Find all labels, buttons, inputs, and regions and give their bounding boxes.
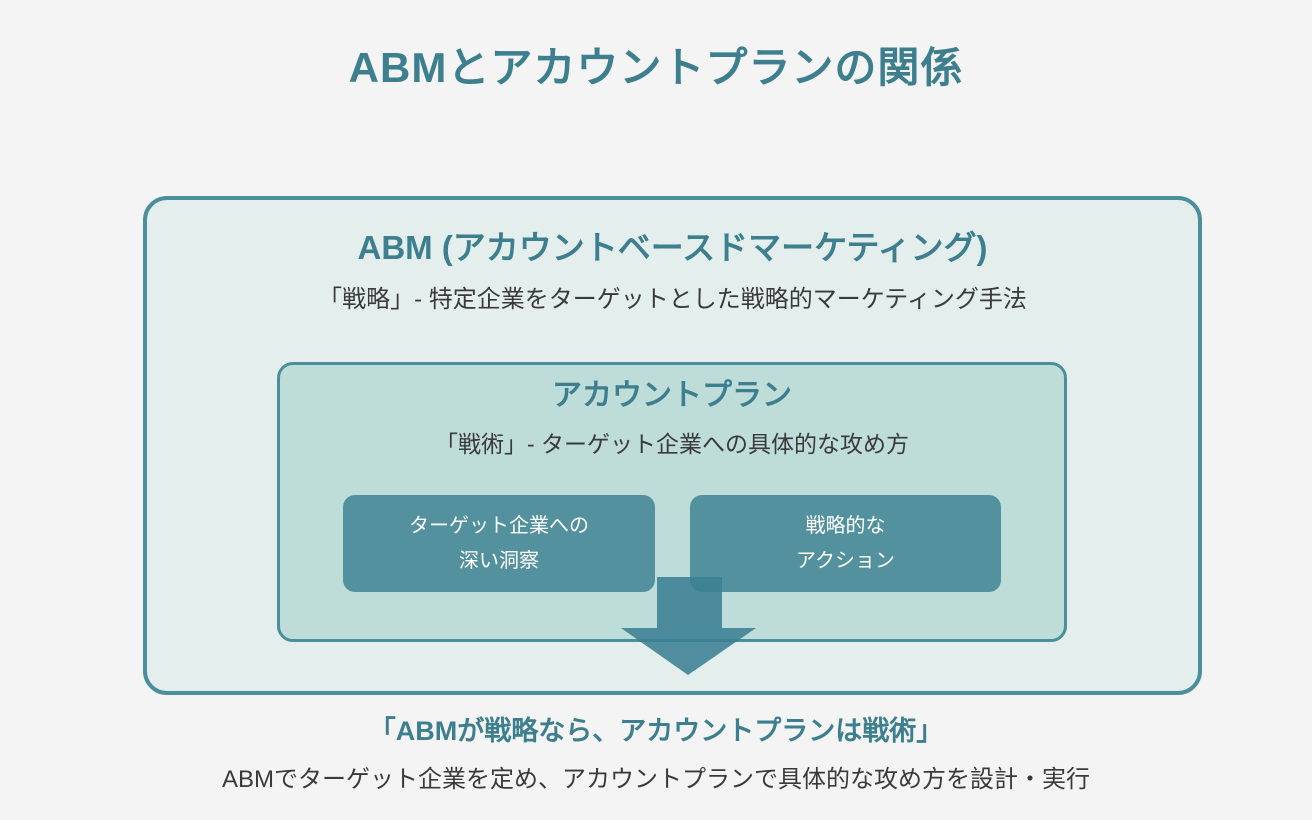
- summary-headline: 「ABMが戦略なら、アカウントプランは戦術」: [368, 716, 944, 746]
- insight-chip-line2: 深い洞察: [459, 549, 539, 572]
- abm-box-subtitle: 「戦略」- 特定企業をターゲットとした戦略的マーケティング手法: [318, 286, 1027, 313]
- action-chip-line2: アクション: [796, 549, 895, 572]
- insight-chip-line1: ターゲット企業への: [409, 514, 589, 537]
- abm-box-title: ABM (アカウントベースドマーケティング): [357, 229, 988, 266]
- abm-container-box: ABM (アカウントベースドマーケティング) 「戦略」- 特定企業をターゲットと…: [143, 196, 1202, 695]
- page-title: ABMとアカウントプランの関係: [348, 44, 964, 91]
- account-plan-box: アカウントプラン 「戦術」- ターゲット企業への具体的な攻め方 ターゲット企業へ…: [277, 362, 1067, 642]
- account-plan-title: アカウントプラン: [552, 379, 792, 412]
- summary-description: ABMでターゲット企業を定め、アカウントプランで具体的な攻め方を設計・実行: [221, 766, 1090, 793]
- action-chip-line1: 戦略的な: [805, 514, 886, 537]
- account-plan-subtitle: 「戦術」- ターゲット企業への具体的な攻め方: [434, 431, 910, 457]
- action-chip: 戦略的な アクション: [690, 495, 1001, 592]
- insight-chip: ターゲット企業への 深い洞察: [343, 495, 655, 592]
